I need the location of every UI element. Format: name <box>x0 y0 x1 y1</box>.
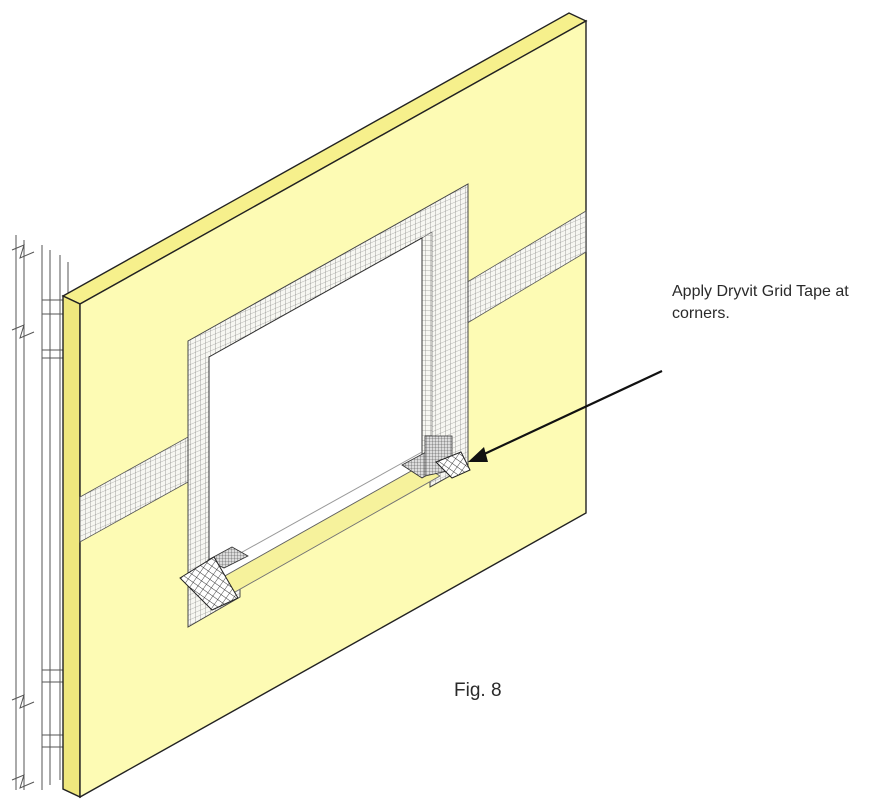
jamb-return <box>421 231 433 466</box>
callout-label: Apply Dryvit Grid Tape at corners. <box>672 283 849 322</box>
corner-tape-patch-right <box>401 435 471 479</box>
wall-framing-lines <box>11 235 69 790</box>
figure-caption: Fig. 8 <box>454 680 502 701</box>
callout-arrow <box>468 370 663 462</box>
corner-tape-patch-left <box>179 546 249 611</box>
board-left-edge <box>62 294 81 799</box>
